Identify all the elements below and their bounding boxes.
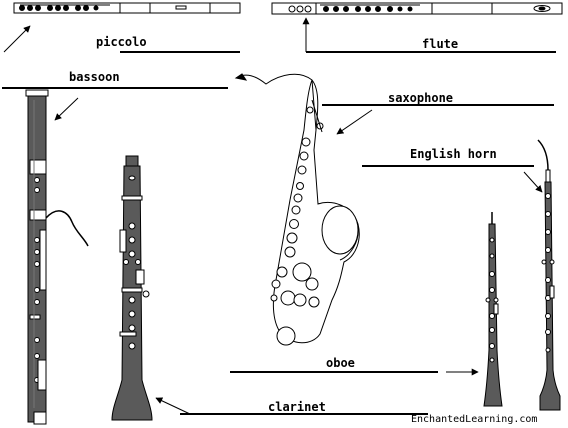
clarinet-label: clarinet (268, 400, 326, 414)
bassoon-illustration (25, 89, 89, 425)
piccolo-arrow (3, 25, 31, 53)
saxophone-illustration (234, 73, 360, 346)
bassoon-label: bassoon (69, 70, 120, 84)
flute-label: flute (422, 37, 459, 51)
oboe-label: oboe (326, 356, 355, 370)
oboe-illustration (483, 212, 503, 407)
bassoon-arrow (54, 97, 79, 121)
english-horn-label: English horn (410, 147, 497, 161)
flute-illustration (271, 2, 563, 15)
piccolo-label: piccolo (96, 35, 147, 49)
site-credit: EnchantedLearning.com (411, 414, 538, 425)
clarinet-illustration (111, 155, 153, 421)
saxophone-arrow (336, 109, 373, 135)
piccolo-illustration (13, 2, 241, 14)
english-horn-arrow (523, 171, 543, 193)
saxophone-label: saxophone (388, 91, 454, 105)
english-horn-illustration (537, 139, 561, 411)
clarinet-arrow (155, 397, 191, 415)
